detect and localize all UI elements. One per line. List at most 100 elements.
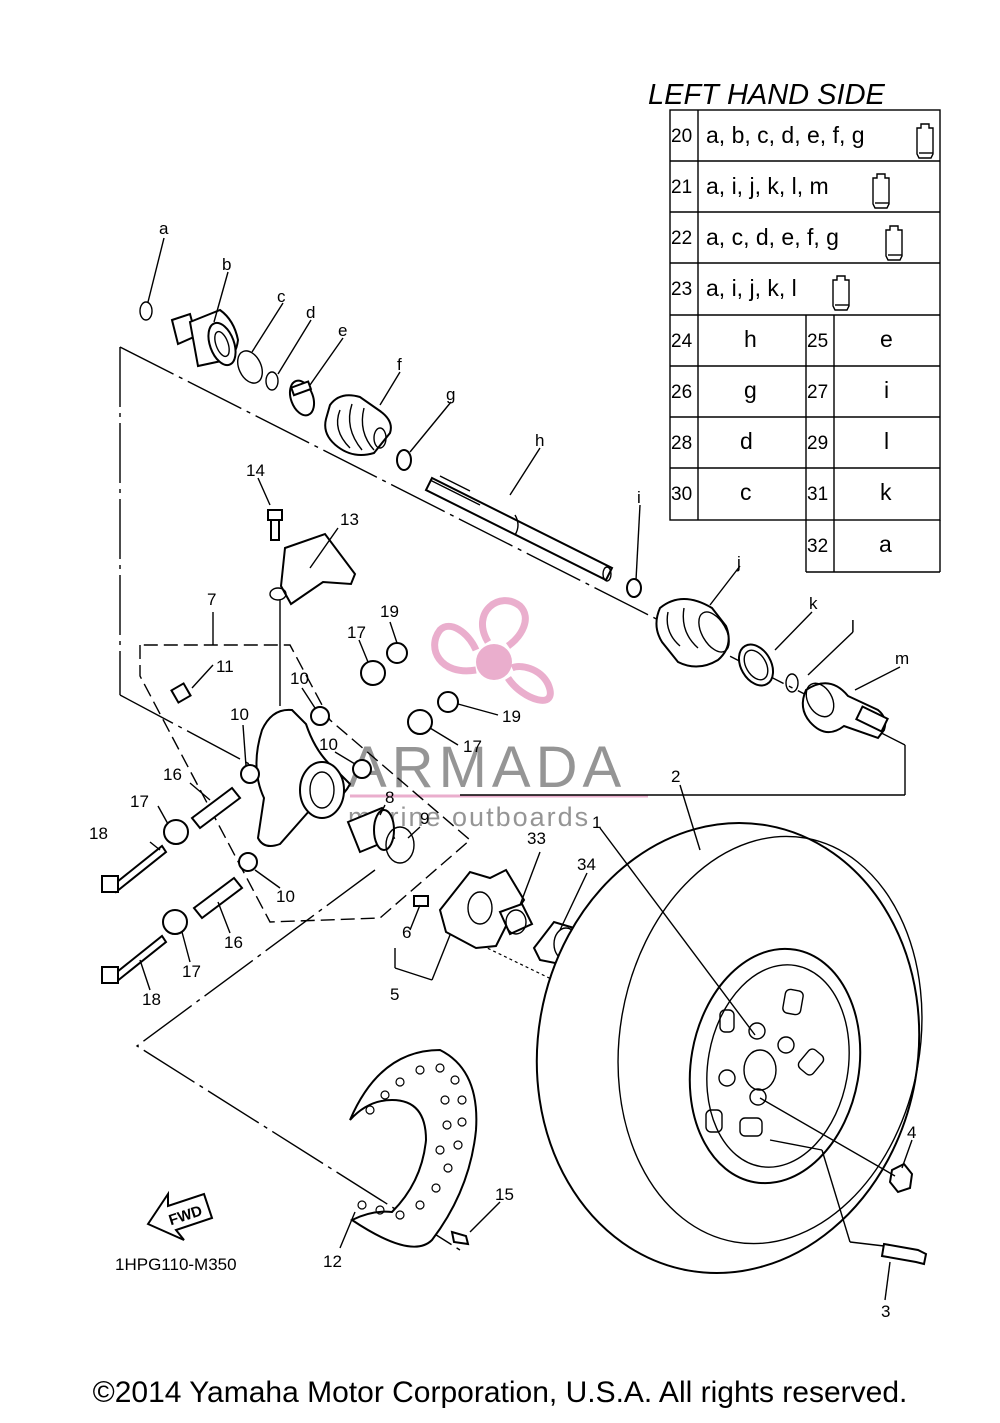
grease-tube-icon xyxy=(832,275,850,311)
table-row-value: a, i, j, k, l, m xyxy=(706,173,829,199)
circlip-a xyxy=(139,301,153,321)
boot-j xyxy=(655,598,730,668)
callout-f: f xyxy=(397,355,402,374)
ring-l xyxy=(785,673,799,693)
hub-assembly xyxy=(413,868,584,966)
callout-10: 10 xyxy=(230,705,249,724)
grease-nipple-11 xyxy=(170,682,192,704)
table-row-value: a, b, c, d, e, f, g xyxy=(706,122,865,148)
table-row-value: l xyxy=(884,428,889,454)
pin-16 xyxy=(190,786,242,830)
bushing-10 xyxy=(238,852,258,872)
callout-16: 16 xyxy=(163,765,182,784)
ring-c xyxy=(237,350,263,384)
table-row-num: 32 xyxy=(807,536,828,557)
callout-8: 8 xyxy=(385,788,394,807)
callout-g: g xyxy=(446,385,455,404)
callout-17: 17 xyxy=(463,737,482,756)
callout-14: 14 xyxy=(246,461,265,480)
callout-labels: a b c d e f g h i j k l m 14 13 7 11 10 … xyxy=(89,219,916,1321)
table-row-num: 21 xyxy=(671,177,692,198)
bolt-14 xyxy=(267,509,283,541)
ring-d xyxy=(265,371,279,391)
table-row-num: 23 xyxy=(671,279,692,300)
brake-disc-12 xyxy=(349,1048,478,1248)
callout-12: 12 xyxy=(323,1252,342,1271)
callout-16: 16 xyxy=(224,933,243,952)
table-row-value: a, c, d, e, f, g xyxy=(706,224,839,250)
drive-shaft-assembly xyxy=(139,301,889,740)
grease-tube-icon xyxy=(916,123,934,159)
callout-b: b xyxy=(222,255,231,274)
diagram-code: 1HPG110-M350 xyxy=(115,1255,237,1274)
leader-lines xyxy=(139,237,913,1301)
callout-3: 3 xyxy=(881,1302,890,1321)
table-row-value: d xyxy=(740,428,753,454)
copyright-notice: ©2014 Yamaha Motor Corporation, U.S.A. A… xyxy=(92,1376,908,1409)
callout-18: 18 xyxy=(89,824,108,843)
oil-seal-17 xyxy=(163,819,189,845)
fwd-arrow-icon: FWD xyxy=(146,1190,214,1241)
table-row-num: 31 xyxy=(807,484,828,505)
callout-6: 6 xyxy=(402,923,411,942)
table-row-value: k xyxy=(880,479,892,505)
callout-2: 2 xyxy=(671,767,680,786)
callout-19: 19 xyxy=(380,602,399,621)
callout-15: 15 xyxy=(495,1185,514,1204)
callout-7: 7 xyxy=(207,590,216,609)
table-row-num: 25 xyxy=(807,331,828,352)
table-row-value: a, i, j, k, l xyxy=(706,275,797,301)
callout-10: 10 xyxy=(276,887,295,906)
callout-m: m xyxy=(895,649,909,668)
guard-13 xyxy=(279,532,357,606)
table-row-num: 20 xyxy=(671,126,692,147)
callout-h: h xyxy=(535,431,544,450)
bearing-8 xyxy=(346,806,396,854)
disc-bolt-15 xyxy=(450,1230,470,1246)
table-row-value: h xyxy=(744,326,757,352)
bushing-10 xyxy=(240,764,260,784)
collar-19 xyxy=(386,642,408,664)
boot-band-k xyxy=(737,643,775,687)
legend-table: LEFT HAND SIDE 20 a, b, c, d, e, f, g 21… xyxy=(648,79,941,573)
bushing-10 xyxy=(352,759,372,779)
bushing-10 xyxy=(310,706,330,726)
propeller-logo-icon xyxy=(431,597,554,704)
bolt-18 xyxy=(101,934,168,984)
callout-k: k xyxy=(809,594,818,613)
table-row-num: 30 xyxy=(671,484,692,505)
outer-cv-joint xyxy=(170,308,240,368)
boot-band-i xyxy=(626,578,642,598)
table-row-value: e xyxy=(880,326,893,352)
table-row-num: 22 xyxy=(671,228,692,249)
callout-9: 9 xyxy=(420,809,429,828)
callout-10: 10 xyxy=(319,735,338,754)
boot-band-g xyxy=(396,449,412,471)
callout-d: d xyxy=(306,303,315,322)
table-row-num: 27 xyxy=(807,382,828,403)
callout-17: 17 xyxy=(130,792,149,811)
hub-bolt-6 xyxy=(413,895,429,907)
bolt-18 xyxy=(101,844,168,894)
callout-17: 17 xyxy=(347,623,366,642)
grease-tube-icon xyxy=(885,225,903,261)
callout-33: 33 xyxy=(527,829,546,848)
watermark: ARMADA marine outboards xyxy=(348,597,648,832)
table-row-value: a xyxy=(879,531,892,557)
table-row-num: 26 xyxy=(671,382,692,403)
table-row-num: 24 xyxy=(671,331,693,352)
callout-19: 19 xyxy=(502,707,521,726)
callout-18: 18 xyxy=(142,990,161,1009)
wheel-nut-4 xyxy=(888,1162,914,1194)
table-row-num: 28 xyxy=(671,433,692,454)
boot-band-e xyxy=(288,379,316,417)
callout-5: 5 xyxy=(390,985,399,1004)
inner-cv-joint xyxy=(801,682,889,740)
watermark-name: ARMADA xyxy=(348,735,626,800)
oil-seal-17 xyxy=(162,909,188,935)
callout-e: e xyxy=(338,321,347,340)
callout-i: i xyxy=(637,488,641,507)
table-row-value: c xyxy=(740,479,752,505)
table-row-value: g xyxy=(744,377,757,403)
